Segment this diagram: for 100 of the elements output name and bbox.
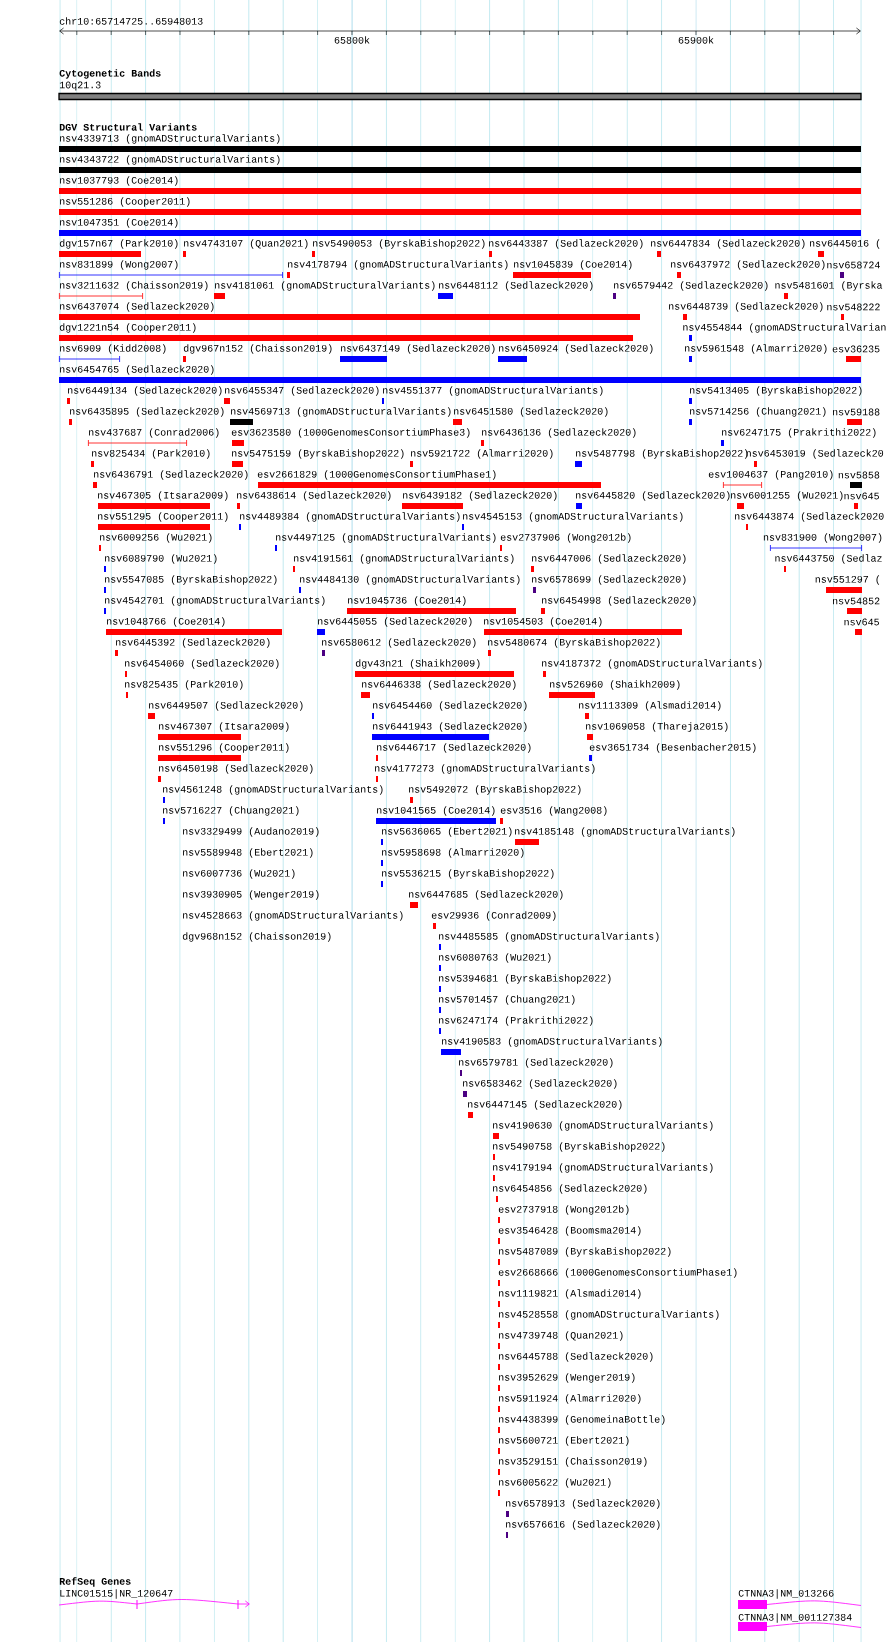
variant-label: esv3623580 (1000GenomesConsortiumPhase3) [231, 428, 470, 438]
variant-label: nsv6909 (Kidd2008) [60, 344, 166, 354]
variant-label: nsv6447145 (Sedlazeck2020) [468, 1100, 622, 1110]
variant-label: nsv3930905 (Wenger2019) [183, 890, 319, 900]
variant-label: nsv6247175 (Prakrithi2022) [722, 428, 876, 438]
variant-label: nsv6443750 (Sedlaz [775, 554, 882, 564]
variant-label: nsv6578699 (Sedlazeck2020) [532, 575, 686, 585]
variant-label: nsv1069058 (Thareja2015) [586, 722, 728, 732]
variant-label: nsv658724 [827, 261, 880, 269]
variant-label: esv3516 (Wang2008) [500, 806, 607, 816]
variant-label: nsv551286 (Cooper2011) [60, 197, 190, 207]
variant-label: nsv6089790 (Wu2021) [105, 554, 217, 564]
variant-label: nsv4485585 (gnomADStructuralVariants) [439, 932, 659, 942]
variant-label: nsv5961548 (Almarri2020) [685, 344, 827, 354]
variant-label: nsv6450924 (Sedlazeck2020) [499, 344, 653, 354]
variant-label: nsv4551377 (gnomADStructuralVariants) [383, 386, 603, 396]
variant-label: nsv3952629 (Wenger2019) [499, 1373, 635, 1383]
variant-label: nsv6443387 (Sedlazeck2020) [489, 239, 643, 249]
variant-label: nsv5475159 (ByrskaBishop2022) [232, 449, 404, 459]
variant-label: nsv551295 (Cooper2011) [98, 512, 228, 522]
variant-label: nsv6437972 (Sedlazeck2020) [671, 260, 825, 270]
variant-label: dgv968n152 (Chaisson2019) [182, 932, 331, 942]
variant-label: esv3651734 (Besenbacher2015) [589, 743, 756, 753]
variant-label: nsv645 [844, 618, 879, 626]
variant-label: nsv4343722 (gnomADStructuralVariants) [60, 155, 280, 165]
gene-label: CTNNA3|NM_013266 [738, 1589, 834, 1599]
variant-label: nsv5480674 (ByrskaBishop2022) [488, 638, 660, 648]
variant-label: nsv6449507 (Sedlazeck2020) [149, 701, 303, 711]
variant-label: dgv1221n54 (Cooper2011) [59, 323, 196, 333]
variant-label: nsv4178794 (gnomADStructuralVariants) [288, 260, 508, 270]
variant-label: nsv6009256 (Wu2021) [100, 533, 212, 543]
variant-label: nsv1045839 (Coe2014) [514, 260, 632, 270]
variant-label: esv3546428 (Boomsma2014) [498, 1226, 641, 1236]
variant-label: nsv6455347 (Sedlazeck2020) [225, 386, 379, 396]
variant-label: nsv551297 ( [815, 575, 880, 585]
variant-label: nsv1048766 (Coe2014) [107, 617, 225, 627]
variant-label: nsv4181061 (gnomADStructuralVariants) [215, 281, 435, 291]
variant-label: nsv4190583 (gnomADStructuralVariants) [442, 1037, 662, 1047]
variant-label: nsv5492072 (ByrskaBishop2022) [409, 785, 581, 795]
variant-label: nsv6579442 (Sedlazeck2020) [614, 281, 768, 291]
variant-label: nsv437687 (Conrad2006) [89, 428, 219, 438]
variant-label: nsv6001255 (Wu2021) [731, 491, 843, 501]
variant-label: nsv6445820 (Sedlazeck2020) [576, 491, 730, 501]
variant-label: nsv6454460 (Sedlazeck2020) [373, 701, 527, 711]
variant-label: nsv6441943 (Sedlazeck2020) [373, 722, 527, 732]
variant-label: nsv5547085 (ByrskaBishop2022) [105, 575, 277, 585]
variant-label: esv2661829 (1000GenomesConsortiumPhase1) [257, 470, 496, 480]
variant-label: nsv4339713 (gnomADStructuralVariants) [60, 134, 280, 144]
variant-label: nsv4489384 (gnomADStructuralVariants) [240, 512, 460, 522]
variant-label: dgv967n152 (Chaisson2019) [183, 344, 332, 354]
variant-label: nsv6007736 (Wu2021) [183, 869, 295, 879]
variant-label: dgv157n67 (Park2010) [59, 239, 178, 249]
variant-label: esv36235 [832, 345, 880, 353]
variant-label: nsv5701457 (Chuang2021) [439, 995, 575, 1005]
variant-label: nsv6437074 (Sedlazeck2020) [60, 302, 214, 312]
gene-label: CTNNA3|NM_001127384 [738, 1613, 852, 1623]
variant-label: nsv4190630 (gnomADStructuralVariants) [493, 1121, 713, 1131]
variant-label: nsv1113309 (Alsmadi2014) [579, 701, 721, 711]
variant-label: nsv6454998 (Sedlazeck2020) [542, 596, 696, 606]
variant-label: nsv6447685 (Sedlazeck2020) [409, 890, 563, 900]
variant-label: nsv6583462 (Sedlazeck2020) [463, 1079, 617, 1089]
variant-label: nsv5589948 (Ebert2021) [183, 848, 313, 858]
variant-label: nsv5911924 (Almarri2020) [499, 1394, 641, 1404]
variant-label: nsv3529151 (Chaisson2019) [499, 1457, 647, 1467]
variant-label: nsv6449134 (Sedlazeck2020) [68, 386, 222, 396]
scale-label: 65900k [678, 36, 714, 44]
variant-label: esv2737906 (Wong2012b) [500, 533, 631, 543]
variant-label: nsv59188 [833, 408, 880, 416]
variant-label: nsv645 [844, 492, 879, 500]
variant-label: nsv6578913 (Sedlazeck2020) [506, 1499, 660, 1509]
variant-label: nsv1047351 (Coe2014) [60, 218, 178, 228]
variant-label: nsv54852 [833, 597, 880, 605]
variant-label: nsv1037793 (Coe2014) [60, 176, 178, 186]
variant-label: nsv5600721 (Ebert2021) [499, 1436, 629, 1446]
variant-label: nsv6080763 (Wu2021) [439, 953, 551, 963]
variant-label: dgv43n21 (Shaikh2009) [355, 659, 480, 669]
variant-label: nsv4497125 (gnomADStructuralVariants) [276, 533, 496, 543]
variant-label: nsv4177273 (gnomADStructuralVariants) [375, 764, 595, 774]
variant-label: nsv4554844 (gnomADStructuralVarian [683, 323, 886, 333]
variant-label: nsv1045736 (Coe2014) [348, 596, 466, 606]
variant-label: nsv6448739 (Sedlazeck2020) [669, 302, 823, 312]
variant-label: nsv526960 (Shaikh2009) [550, 680, 680, 690]
variant-label: nsv5487798 (ByrskaBishop2022) [576, 449, 748, 459]
variant-label: nsv6437149 (Sedlazeck2020) [341, 344, 495, 354]
variant-label: nsv6446338 (Sedlazeck2020) [362, 680, 516, 690]
variant-label: nsv4438399 (GenomeinaBottle) [499, 1415, 665, 1425]
variant-label: nsv4179194 (gnomADStructuralVariants) [493, 1163, 713, 1173]
variant-label: nsv6443874 (Sedlazeck2020 [735, 512, 884, 522]
variant-label: nsv6445788 (Sedlazeck2020) [499, 1352, 653, 1362]
variant-label: esv29936 (Conrad2009) [431, 911, 556, 921]
variant-label: nsv5716227 (Chuang2021) [163, 806, 299, 816]
variant-label: nsv5921722 (Almarri2020) [411, 449, 553, 459]
variant-label: nsv6436136 (Sedlazeck2020) [482, 428, 636, 438]
variant-label: nsv5394681 (ByrskaBishop2022) [439, 974, 611, 984]
variant-label: nsv6446717 (Sedlazeck2020) [377, 743, 531, 753]
variant-label: nsv6447006 (Sedlazeck2020) [532, 554, 686, 564]
variant-label: nsv4185148 (gnomADStructuralVariants) [515, 827, 735, 837]
band-label: 10q21.3 [59, 81, 101, 91]
variant-label: nsv4528558 (gnomADStructuralVariants) [499, 1310, 719, 1320]
variant-label: nsv6436791 (Sedlazeck2020) [94, 470, 248, 480]
